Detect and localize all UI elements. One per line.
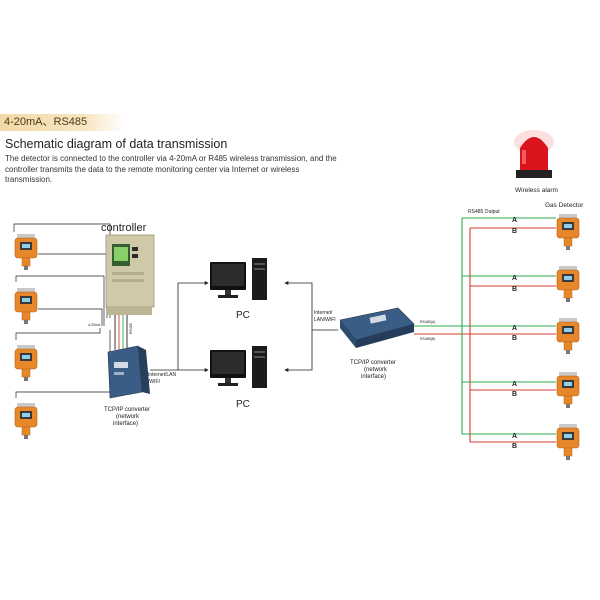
- wireless-alarm: [514, 130, 554, 178]
- left-tcp-converter: [107, 345, 150, 399]
- left-detector-3: [14, 344, 38, 382]
- left-network-label-line2: /WIFI: [148, 379, 160, 385]
- right-tcp-label-line1: TCP/IP converter: [350, 360, 396, 366]
- right-tcp-converter: [339, 307, 415, 348]
- bus-b-label: B: [512, 391, 517, 398]
- bus-a-label: A: [512, 381, 517, 388]
- right-detector-5: [556, 423, 580, 461]
- right-network-label-line1: Internet/: [314, 310, 333, 316]
- right-detector-4: [556, 371, 580, 409]
- left-detector-2: [14, 287, 38, 325]
- rs485-bus: [414, 217, 556, 443]
- left-network-arrows: [150, 281, 209, 372]
- signal-rs485-label: RS485: [129, 323, 133, 334]
- pc-top-label: PC: [236, 310, 250, 321]
- wireless-alarm-label: Wireless alarm: [515, 187, 558, 194]
- pc-bottom-label: PC: [236, 399, 250, 410]
- bus-a-label: A: [512, 433, 517, 440]
- bus-b-label: B: [512, 228, 517, 235]
- diagram-description: The detector is connected to the control…: [5, 154, 337, 184]
- left-network-label-line1: Internet/LAN: [148, 372, 176, 378]
- bus-a-label: A: [512, 325, 517, 332]
- right-network-arrows: [284, 281, 338, 372]
- diagram-heading: Schematic diagram of data transmission: [5, 137, 228, 151]
- left-detector-4: [14, 402, 38, 440]
- right-detector-1: [556, 213, 580, 251]
- rs485b-label: RS485(B): [420, 337, 435, 341]
- left-tcp-label-line3: interface): [113, 421, 138, 427]
- pc-top: [210, 258, 267, 300]
- rs485a-label: RS485(A): [420, 320, 435, 324]
- bus-b-label: B: [512, 443, 517, 450]
- signal-4-20ma-label: 4-20mA: [88, 323, 101, 327]
- pc-bottom: [210, 346, 267, 388]
- gas-detector-label: Gas Detector: [545, 202, 584, 209]
- right-tcp-label-line2: (network: [364, 367, 388, 373]
- bus-a-label: A: [512, 275, 517, 282]
- bus-b-label: B: [512, 335, 517, 342]
- bus-b-label: B: [512, 286, 517, 293]
- rs485-output-label: RS485 Output: [468, 209, 500, 215]
- right-detector-3: [556, 317, 580, 355]
- right-tcp-label-line3: interface): [361, 374, 386, 380]
- left-tcp-label-line1: TCP/IP converter: [104, 407, 150, 413]
- right-detector-2: [556, 265, 580, 303]
- bus-a-label: A: [512, 217, 517, 224]
- bus-ab-labels: A B A B A B A B A B: [512, 217, 517, 450]
- right-network-label-line2: LAN/WIFI: [314, 317, 336, 323]
- controller-cabinet: [105, 234, 155, 315]
- controller-output-wires: [114, 315, 128, 350]
- signal-type-tag: 4-20mA、RS485: [0, 114, 124, 131]
- left-tcp-label-line2: (network: [116, 414, 140, 420]
- left-detector-1: [14, 233, 38, 271]
- controller-label: controller: [101, 222, 147, 234]
